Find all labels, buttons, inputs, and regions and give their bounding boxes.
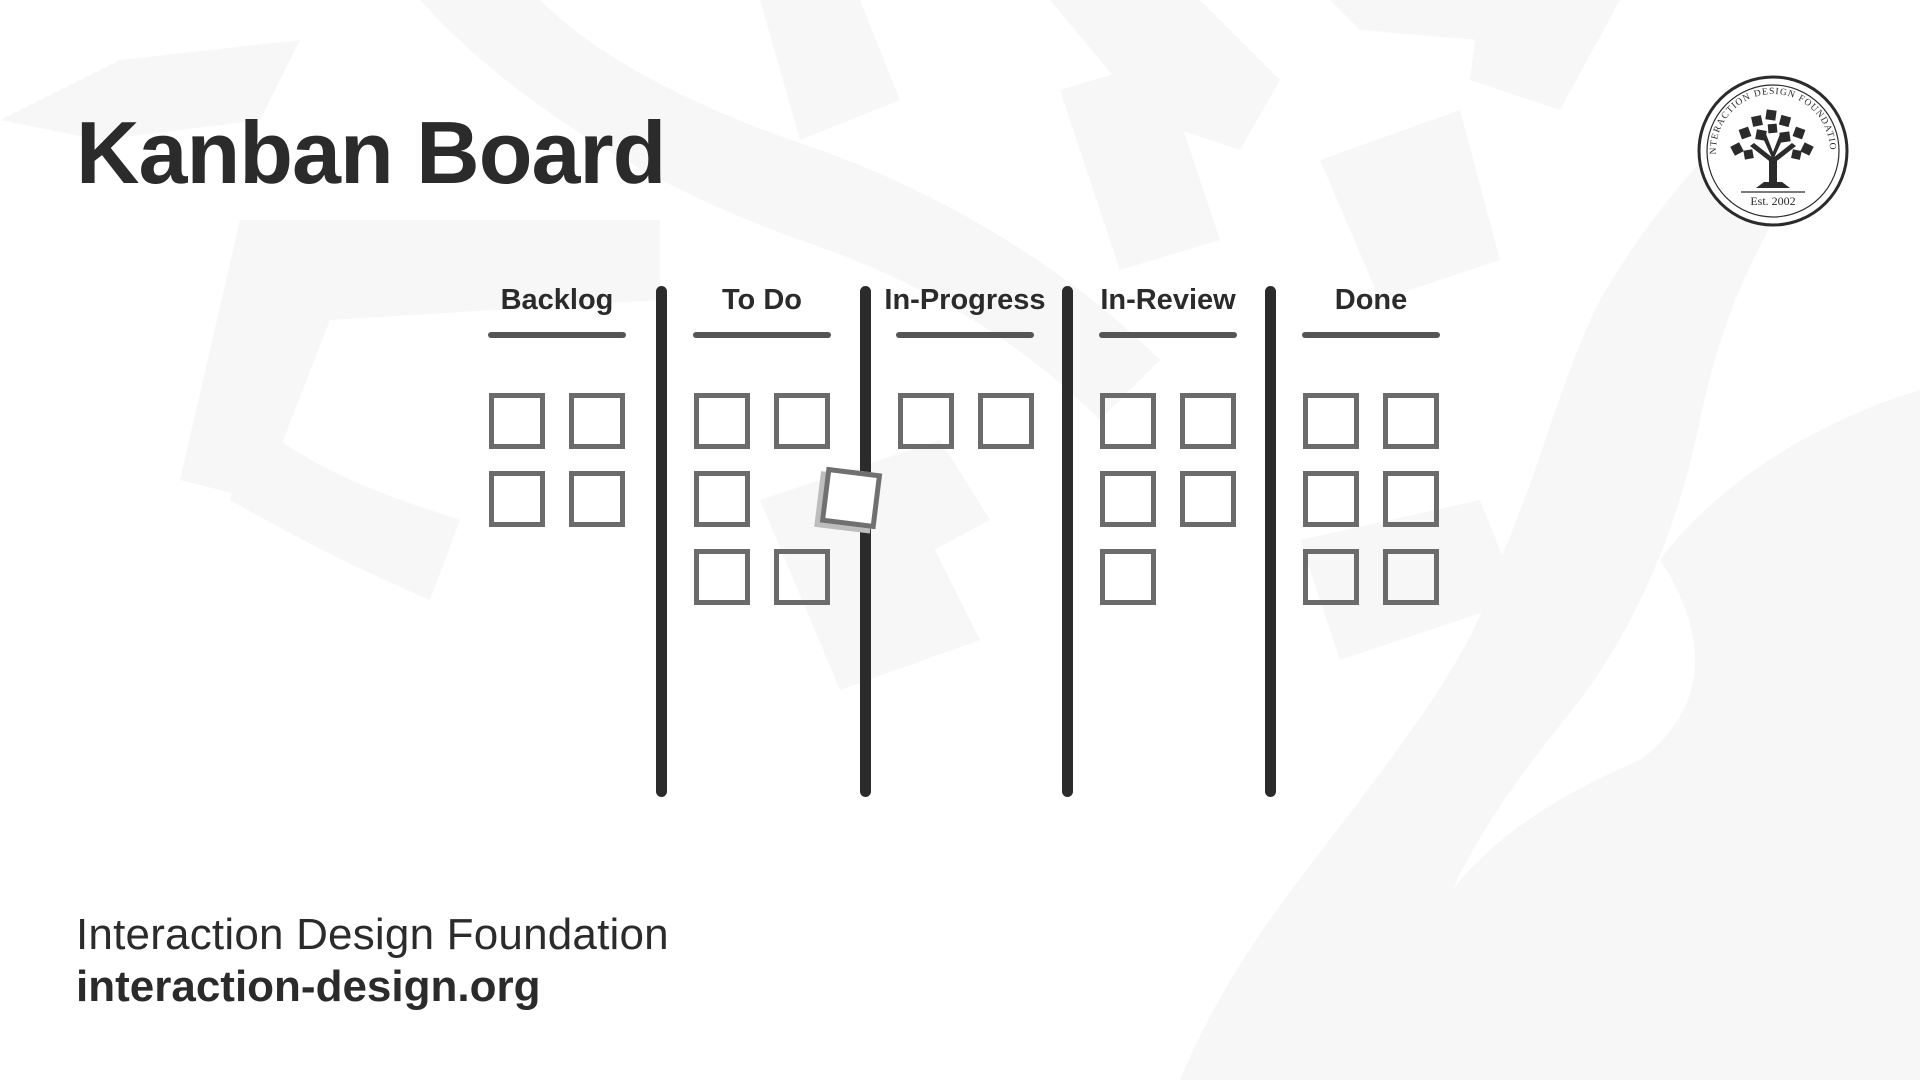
to-do-card[interactable]	[694, 471, 750, 527]
in-review-card[interactable]	[1180, 471, 1236, 527]
backlog-card[interactable]	[489, 471, 545, 527]
in-progress-card[interactable]	[898, 393, 954, 449]
tree-icon	[1730, 109, 1814, 188]
column-title-in-progress: In-Progress	[884, 284, 1046, 316]
column-divider	[860, 286, 871, 797]
column-title-in-review: In-Review	[1100, 284, 1236, 316]
backlog-card[interactable]	[569, 393, 625, 449]
footer-website-link[interactable]: interaction-design.org	[76, 962, 541, 1011]
column-underline	[1099, 332, 1237, 338]
column-title-to-do: To Do	[722, 284, 802, 316]
column-underline	[693, 332, 831, 338]
footer-organization: Interaction Design Foundation	[76, 910, 669, 959]
column-divider	[656, 286, 667, 797]
in-review-card[interactable]	[1100, 393, 1156, 449]
page-title: Kanban Board	[76, 103, 666, 202]
backlog-card[interactable]	[569, 471, 625, 527]
column-divider	[1062, 286, 1073, 797]
logo-established: Est. 2002	[1750, 194, 1795, 208]
column-divider	[1265, 286, 1276, 797]
to-do-card[interactable]	[774, 549, 830, 605]
done-card[interactable]	[1383, 549, 1439, 605]
in-review-card[interactable]	[1100, 549, 1156, 605]
column-underline	[896, 332, 1034, 338]
in-review-card[interactable]	[1100, 471, 1156, 527]
done-card[interactable]	[1383, 471, 1439, 527]
column-title-done: Done	[1334, 284, 1408, 316]
idf-logo: INTERACTION DESIGN FOUNDATION Est. 2002	[1696, 74, 1849, 227]
column-underline	[488, 332, 626, 338]
to-do-card[interactable]	[774, 393, 830, 449]
to-do-card[interactable]	[694, 393, 750, 449]
column-title-backlog: Backlog	[500, 284, 614, 316]
in-review-card[interactable]	[1180, 393, 1236, 449]
to-do-card[interactable]	[694, 549, 750, 605]
done-card[interactable]	[1303, 393, 1359, 449]
backlog-card[interactable]	[489, 393, 545, 449]
in-progress-card[interactable]	[978, 393, 1034, 449]
done-card[interactable]	[1383, 393, 1439, 449]
done-card[interactable]	[1303, 549, 1359, 605]
column-underline	[1302, 332, 1440, 338]
moving-card[interactable]	[819, 466, 883, 530]
done-card[interactable]	[1303, 471, 1359, 527]
